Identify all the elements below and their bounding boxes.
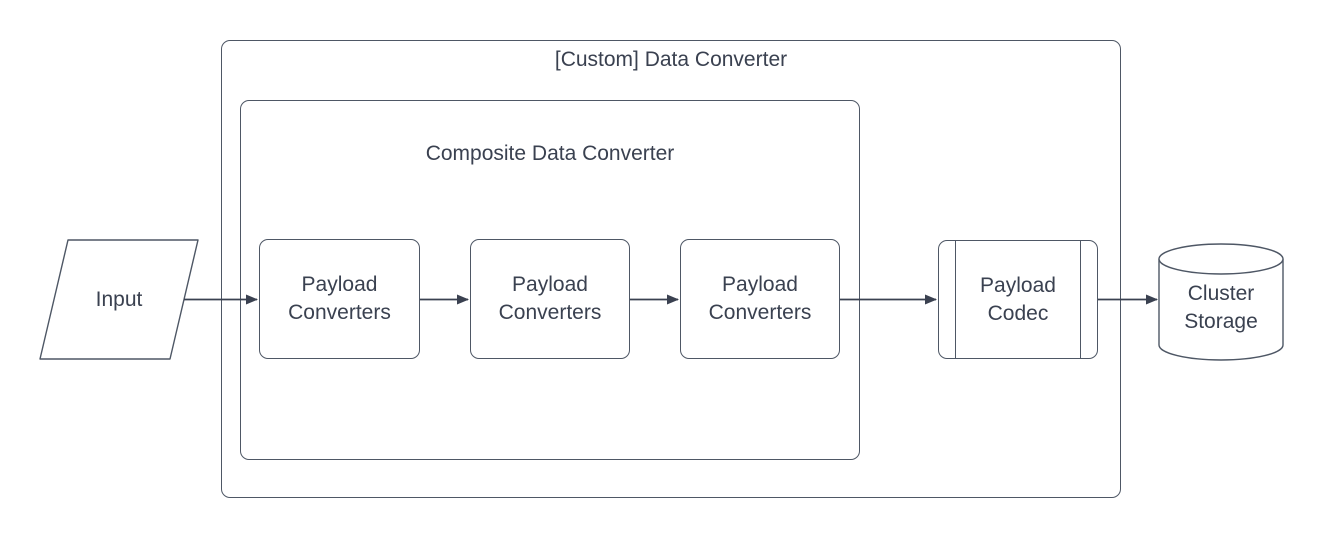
payload-converters-label-2: Payload Converters — [498, 273, 602, 324]
codec-left-divider — [955, 241, 957, 358]
composite-data-converter-group: Composite Data Converter — [240, 100, 860, 460]
input-node-label-container: Input — [40, 240, 198, 359]
payload-converters-label-1: Payload Converters — [288, 273, 391, 324]
custom-data-converter-group: [Custom] Data Converter — [221, 40, 1121, 498]
payload-codec-label: Payload Codec — [980, 273, 1056, 325]
payload-codec-node: Payload Codec — [938, 240, 1098, 359]
composite-data-converter-label: Composite Data Converter — [425, 142, 675, 165]
codec-right-divider — [1079, 241, 1081, 358]
payload-converters-node-2: Payload Converters — [470, 239, 630, 359]
custom-data-converter-label: [Custom] Data Converter — [554, 48, 788, 71]
payload-converters-label-3: Payload Converters — [708, 273, 812, 324]
payload-converters-node-3: Payload Converters — [680, 239, 840, 359]
input-label: Input — [95, 287, 143, 311]
payload-converters-node-1: Payload Converters — [259, 239, 420, 359]
cluster-storage-label-container: Cluster Storage — [1159, 258, 1283, 358]
cluster-storage-label: Cluster Storage — [1184, 282, 1258, 333]
